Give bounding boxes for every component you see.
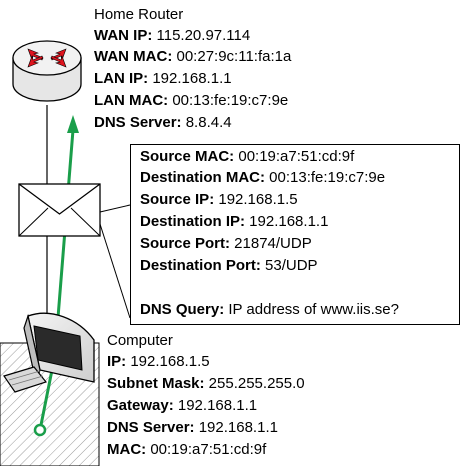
callout-line-top bbox=[99, 204, 131, 213]
packet-source-ip: Source IP: 192.168.1.5 bbox=[140, 191, 298, 208]
computer-dns-server: DNS Server: 192.168.1.1 bbox=[107, 419, 278, 436]
path-origin bbox=[33, 423, 47, 437]
router-wan-ip: WAN IP: 115.20.97.114 bbox=[94, 27, 251, 44]
packet-destination-port: Destination Port: 53/UDP bbox=[140, 257, 318, 274]
router-icon bbox=[12, 40, 82, 102]
envelope-icon bbox=[18, 183, 101, 237]
packet-destination-mac: Destination MAC: 00:13:fe:19:c7:9e bbox=[140, 169, 386, 186]
router-lan-mac: LAN MAC: 00:13:fe:19:c7:9e bbox=[94, 92, 289, 109]
computer-gateway: Gateway: 192.168.1.1 bbox=[107, 397, 258, 414]
packet-details-box: Source MAC: 00:19:a7:51:cd:9f Destinatio… bbox=[130, 144, 460, 325]
computer-mac: MAC: 00:19:a7:51:cd:9f bbox=[107, 441, 267, 458]
packet-destination-ip: Destination IP: 192.168.1.1 bbox=[140, 213, 329, 230]
computer-title: Computer bbox=[107, 332, 173, 349]
callout-line-bottom bbox=[99, 223, 131, 319]
router-title: Home Router bbox=[94, 6, 184, 23]
router-dns-server: DNS Server: 8.8.4.4 bbox=[94, 114, 232, 131]
path-arrowhead bbox=[67, 115, 79, 133]
computer-icon bbox=[3, 312, 95, 393]
packet-source-port: Source Port: 21874/UDP bbox=[140, 235, 312, 252]
router-wan-mac: WAN MAC: 00:27:9c:11:fa:1a bbox=[94, 48, 292, 65]
router-lan-ip: LAN IP: 192.168.1.1 bbox=[94, 70, 232, 87]
computer-subnet-mask: Subnet Mask: 255.255.255.0 bbox=[107, 375, 305, 392]
packet-source-mac: Source MAC: 00:19:a7:51:cd:9f bbox=[140, 148, 355, 165]
packet-dns-query: DNS Query: IP address of www.iis.se? bbox=[140, 301, 399, 318]
computer-ip: IP: 192.168.1.5 bbox=[107, 353, 210, 370]
